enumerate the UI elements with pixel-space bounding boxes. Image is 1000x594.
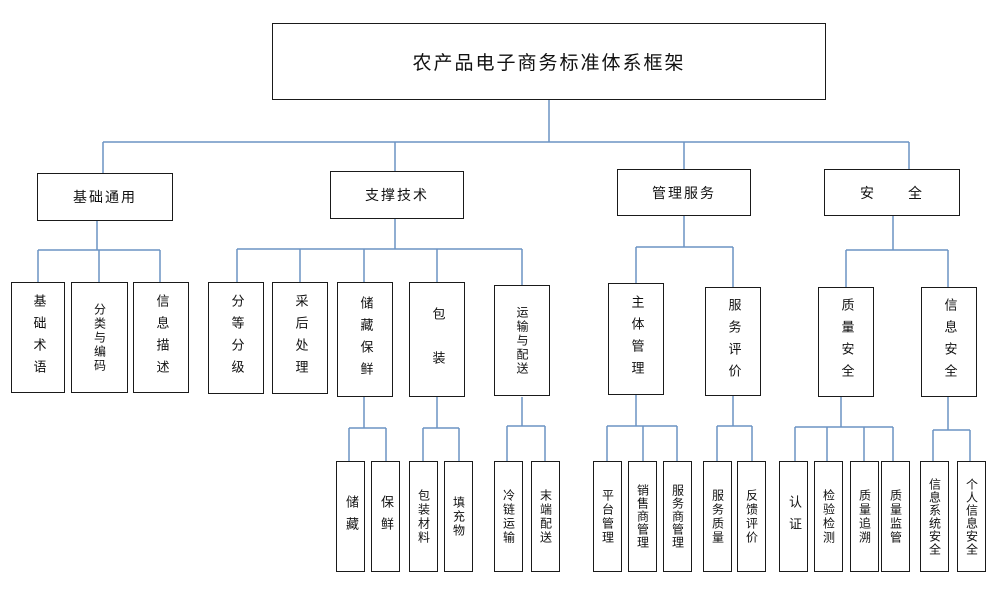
connector-support <box>236 218 523 285</box>
storage-item-fresh: 保鲜 <box>371 461 400 572</box>
connector-basic <box>37 220 161 282</box>
connector-subject <box>606 395 678 461</box>
quality-item-supervision: 质量监管 <box>881 461 910 572</box>
category-basic: 基础通用 <box>37 173 173 221</box>
quality-item-traceability: 质量追溯 <box>850 461 879 572</box>
connector-security <box>845 215 949 287</box>
category-security: 安 全 <box>824 169 960 216</box>
quality-item-inspection: 检验检测 <box>814 461 843 572</box>
connector-evaluation <box>716 395 753 461</box>
evaluation-item-feedback: 反馈评价 <box>737 461 766 572</box>
subject-item-provider: 服务商管理 <box>663 461 692 572</box>
connector-transport <box>506 397 546 461</box>
info-item-personal-security: 个人信息安全 <box>957 461 986 572</box>
basic-item-terms: 基础术语 <box>11 282 65 393</box>
connector-quality <box>794 397 894 461</box>
security-item-info: 信息安全 <box>921 287 977 397</box>
packaging-item-filler: 填充物 <box>444 461 473 572</box>
support-item-transport: 运输与配送 <box>494 285 550 396</box>
connector-packaging <box>422 397 460 461</box>
category-management: 管理服务 <box>617 169 751 216</box>
basic-item-classification: 分类与编码 <box>71 282 128 393</box>
connector-root <box>102 99 910 173</box>
evaluation-item-quality: 服务质量 <box>703 461 732 572</box>
packaging-item-material: 包装材料 <box>409 461 438 572</box>
management-item-evaluation: 服务评价 <box>705 287 761 396</box>
support-item-storage: 储藏保鲜 <box>337 282 393 397</box>
support-item-grading: 分等分级 <box>208 282 264 394</box>
connector-info <box>932 397 971 461</box>
category-support: 支撑技术 <box>330 171 464 219</box>
quality-item-certification: 认证 <box>779 461 808 572</box>
subject-item-platform: 平台管理 <box>593 461 622 572</box>
info-item-system-security: 信息系统安全 <box>920 461 949 572</box>
support-item-packaging: 包 装 <box>409 282 465 397</box>
transport-item-coldchain: 冷链运输 <box>494 461 523 572</box>
connector-storage <box>348 397 387 461</box>
support-item-postharvest: 采后处理 <box>272 282 328 394</box>
root-title-box: 农产品电子商务标准体系框架 <box>272 23 826 100</box>
storage-item-store: 储藏 <box>336 461 365 572</box>
management-item-subject: 主体管理 <box>608 283 664 395</box>
subject-item-seller: 销售商管理 <box>628 461 657 572</box>
transport-item-lastmile: 末端配送 <box>531 461 560 572</box>
basic-item-info-description: 信息描述 <box>133 282 189 393</box>
connector-management <box>635 215 734 287</box>
security-item-quality: 质量安全 <box>818 287 874 397</box>
